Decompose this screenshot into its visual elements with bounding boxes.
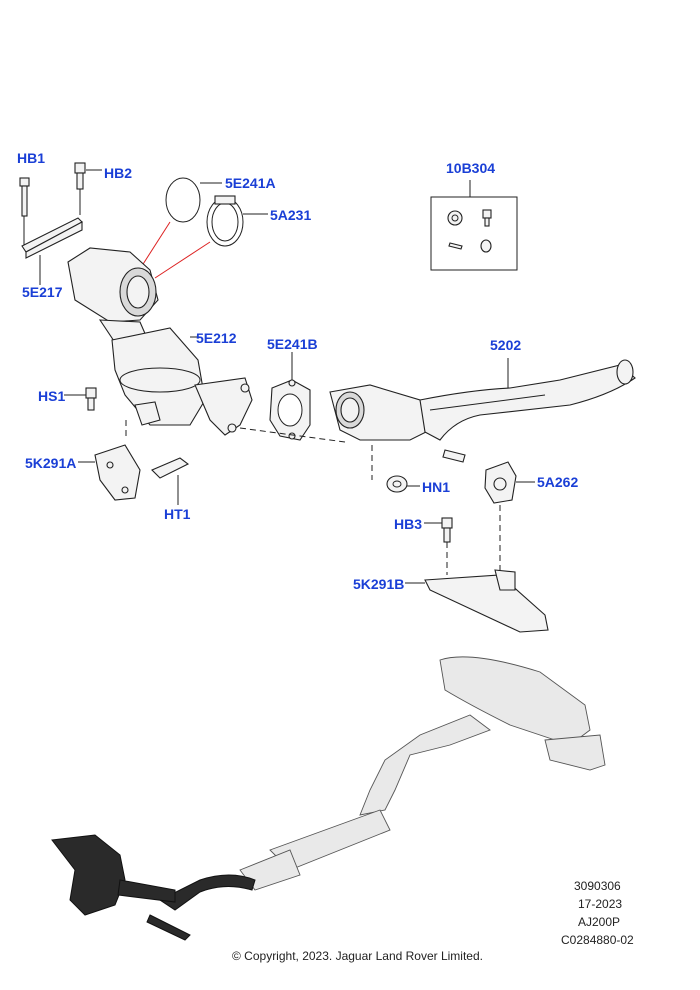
clamp-5a231 [206, 195, 268, 247]
fixings-kit-10b304 [430, 180, 518, 271]
gasket-5e241a [165, 177, 222, 223]
callout-5a262: 5A262 [537, 474, 578, 490]
nut-hn1 [386, 475, 420, 493]
bracket-5e217 [21, 217, 83, 285]
callout-5e241b: 5E241B [267, 336, 318, 352]
callout-5e241a: 5E241A [225, 175, 276, 191]
insulator-5a262 [484, 461, 535, 504]
reference-number: 3090306 [574, 879, 621, 893]
callout-ht1: HT1 [164, 506, 191, 522]
bracket-5k291a [78, 444, 141, 501]
callout-hb1: HB1 [17, 150, 45, 166]
bolt-hb2 [74, 162, 102, 215]
exhaust-system-overview [51, 656, 606, 941]
bracket-5k291b [405, 569, 549, 633]
callout-hb2: HB2 [104, 165, 132, 181]
reference-engine: AJ200P [578, 915, 620, 929]
callout-5k291a: 5K291A [25, 455, 76, 471]
callout-5202: 5202 [490, 337, 521, 353]
callout-10b304: 10B304 [446, 160, 495, 176]
catalytic-converter-5e212 [67, 247, 253, 436]
callout-hb3: HB3 [394, 516, 422, 532]
callout-5e217: 5E217 [22, 284, 63, 300]
stud-ht1 [151, 457, 190, 505]
callout-5k291b: 5K291B [353, 576, 404, 592]
callout-hs1: HS1 [38, 388, 65, 404]
callout-5a231: 5A231 [270, 207, 311, 223]
bolt-hb1 [19, 177, 30, 245]
stud-hs1 [64, 387, 97, 411]
reference-date: 17-2023 [578, 897, 622, 911]
gasket-5e241b [269, 352, 311, 441]
callout-5e212: 5E212 [196, 330, 237, 346]
callout-hn1: HN1 [422, 479, 450, 495]
reference-drawing: C0284880-02 [561, 933, 634, 947]
connection-line [154, 241, 211, 279]
assembly-line [239, 427, 346, 443]
exhaust-pipe-5202 [329, 358, 636, 463]
bolt-hb3 [424, 517, 453, 575]
copyright-notice: © Copyright, 2023. Jaguar Land Rover Lim… [232, 949, 483, 963]
